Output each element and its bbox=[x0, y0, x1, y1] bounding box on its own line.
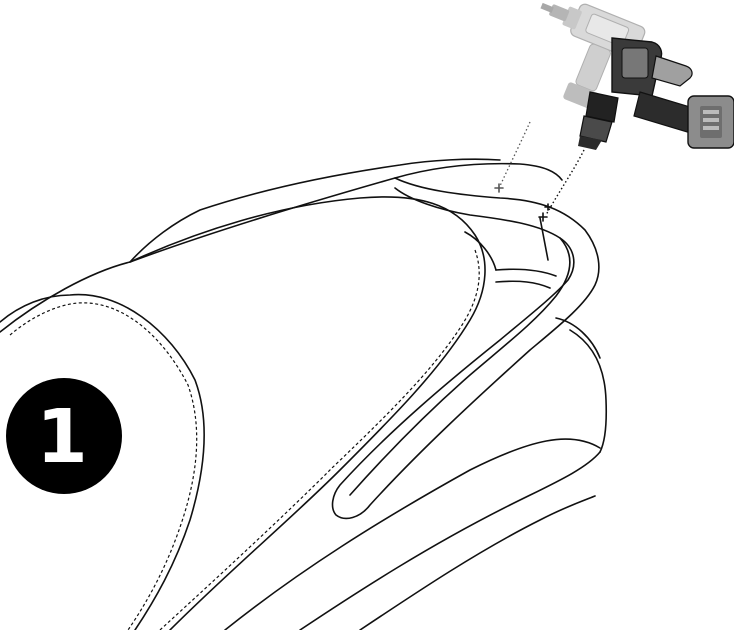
screw-marker-icon bbox=[495, 184, 551, 221]
step-number: 1 bbox=[36, 394, 88, 480]
grab-rail-icon bbox=[333, 178, 599, 518]
ghost-drill-path bbox=[500, 122, 530, 186]
active-drill-path bbox=[546, 150, 584, 215]
step-badge: 1 bbox=[6, 378, 122, 494]
